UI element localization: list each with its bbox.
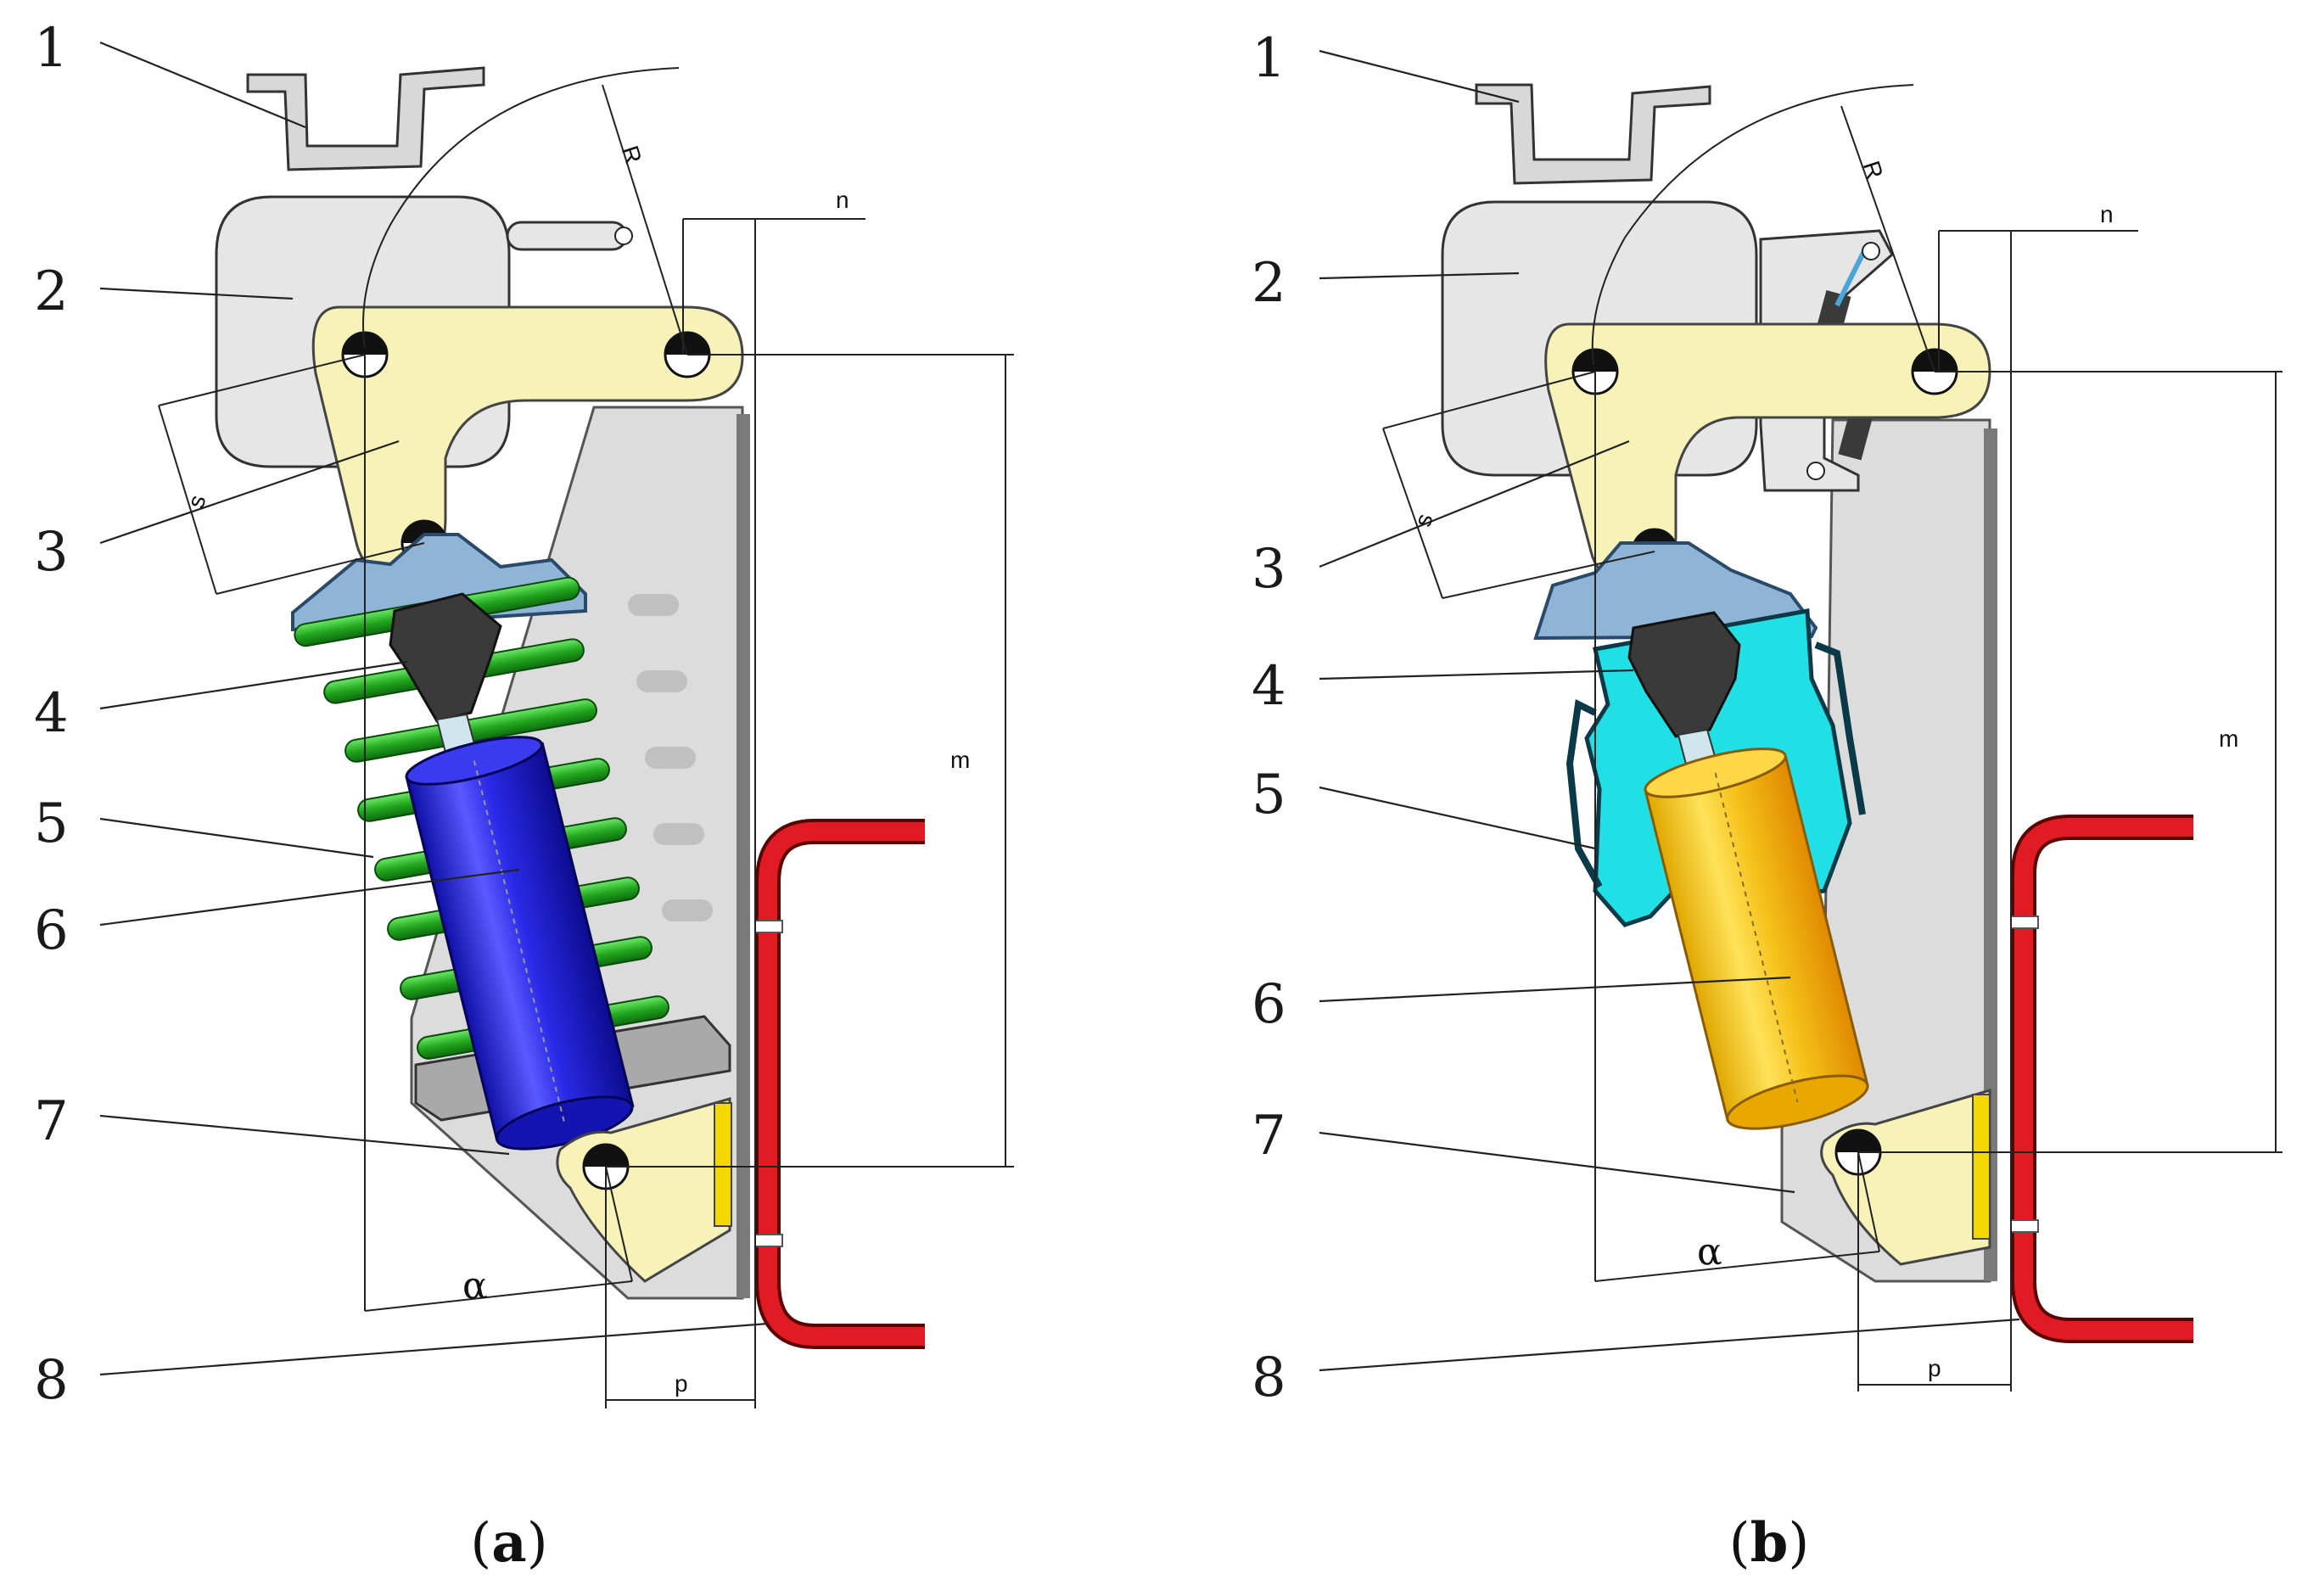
part-number-4: 4 [34, 682, 69, 745]
hook-bracket [246, 66, 485, 171]
radius-arc [362, 67, 680, 349]
panel-b: 1 2 3 4 5 6 7 8 R n s m p α (b) [1252, 27, 2282, 1575]
part-number-7: 7 [1252, 1105, 1286, 1168]
leader-lines [1319, 49, 2020, 1372]
leader-lines [99, 41, 769, 1376]
top-cap [1533, 541, 1818, 641]
frame-edge [737, 414, 750, 1298]
part-number-4: 4 [1252, 655, 1286, 718]
lower-bracket-yellow [1972, 1094, 1991, 1240]
dim-label-n: n [2100, 201, 2114, 227]
part-number-2: 2 [1252, 252, 1286, 315]
red-bumper [755, 819, 925, 1349]
dimension-lines [158, 84, 1014, 1408]
part-number-6: 6 [1252, 973, 1286, 1036]
dim-label-R: R [1858, 158, 1889, 182]
dim-label-n: n [836, 187, 849, 213]
bump-stop [1627, 611, 1741, 738]
red-bumper [2011, 815, 2193, 1343]
lever-bracket [311, 305, 744, 579]
caption-a: (a) [470, 1511, 547, 1575]
part-number-1: 1 [34, 17, 69, 80]
part-number-2: 2 [34, 260, 69, 323]
dim-label-m: m [2219, 725, 2238, 752]
spring-shadow [628, 594, 713, 921]
part-number-8: 8 [34, 1349, 69, 1412]
part-number-5: 5 [34, 792, 69, 855]
part-number-8: 8 [1252, 1347, 1286, 1409]
damper-cylinder [405, 736, 635, 1151]
radius-arc [1591, 84, 1914, 366]
dim-label-p: p [675, 1370, 688, 1397]
side-linkage [1759, 229, 1894, 492]
housing-tab [506, 221, 628, 251]
panel-a: 1 2 3 4 5 6 7 8 R n s m p α (a) [34, 17, 1014, 1575]
damper-cylinder [1644, 748, 1869, 1130]
frame-edge [1984, 428, 1997, 1281]
dim-label-p: p [1928, 1355, 1941, 1381]
bump-stop [389, 592, 502, 723]
lower-bracket-yellow [714, 1102, 732, 1227]
part-number-3: 3 [1252, 538, 1286, 601]
caption-b: (b) [1729, 1511, 1810, 1575]
part-number-1: 1 [1252, 27, 1286, 90]
part-number-5: 5 [1252, 764, 1286, 826]
dim-label-s: s [1409, 511, 1438, 529]
part-number-3: 3 [34, 521, 69, 584]
dimension-lines [1382, 105, 2282, 1392]
part-number-6: 6 [34, 899, 69, 962]
part-number-7: 7 [34, 1090, 69, 1153]
dim-label-s: s [182, 492, 211, 511]
hook-bracket [1475, 83, 1711, 185]
dim-label-m: m [950, 747, 970, 773]
dim-label-alpha: α [1697, 1230, 1722, 1274]
dim-label-alpha: α [462, 1264, 488, 1308]
